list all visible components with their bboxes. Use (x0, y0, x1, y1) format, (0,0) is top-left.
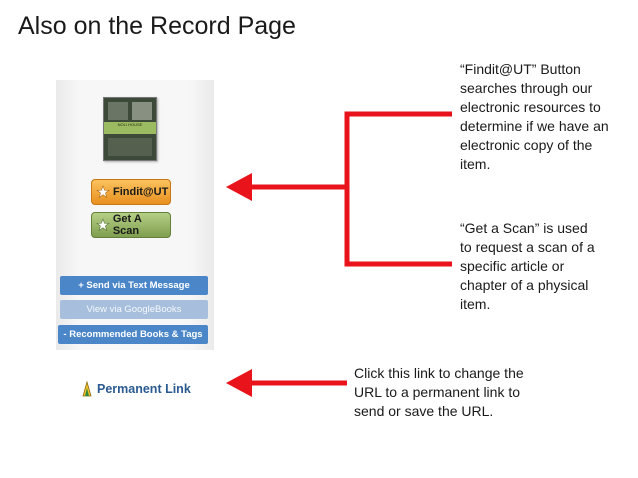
cover-title-band: NOLI HOUSE (104, 122, 156, 134)
star-icon (96, 218, 110, 232)
get-a-scan-button[interactable]: Get A Scan (91, 212, 171, 238)
slide-title: Also on the Record Page (18, 12, 296, 40)
findit-description: “Findit@UT” Button searches through our … (460, 61, 609, 172)
cover-photo-2 (132, 102, 152, 120)
get-a-scan-description: “Get a Scan” is used to request a scan o… (460, 220, 595, 312)
cover-photo-3 (108, 138, 152, 156)
permanent-link[interactable]: Permanent Link (80, 381, 191, 397)
permanent-link-description: Click this link to change the URL to a p… (354, 365, 524, 419)
view-via-googlebooks-button[interactable]: View via GoogleBooks (60, 300, 208, 319)
send-via-text-message-button[interactable]: + Send via Text Message (60, 276, 208, 295)
findit-button-label: Findit@UT (113, 186, 169, 198)
get-a-scan-label: Get A Scan (112, 213, 142, 237)
permanent-link-label: Permanent Link (97, 382, 191, 396)
findit-button[interactable]: Findit@UT (91, 179, 171, 205)
cover-title-text: NOLI HOUSE (117, 122, 143, 127)
permalink-arrow-head (226, 369, 252, 397)
findit-arrow-head (226, 173, 252, 201)
recommended-books-tags-button[interactable]: - Recommended Books & Tags (58, 325, 208, 344)
cover-photo-1 (108, 102, 128, 120)
findit-bracket (344, 111, 452, 267)
star-icon (96, 185, 110, 199)
book-cover-image[interactable]: NOLI HOUSE (103, 97, 157, 161)
permalink-icon (82, 381, 92, 397)
